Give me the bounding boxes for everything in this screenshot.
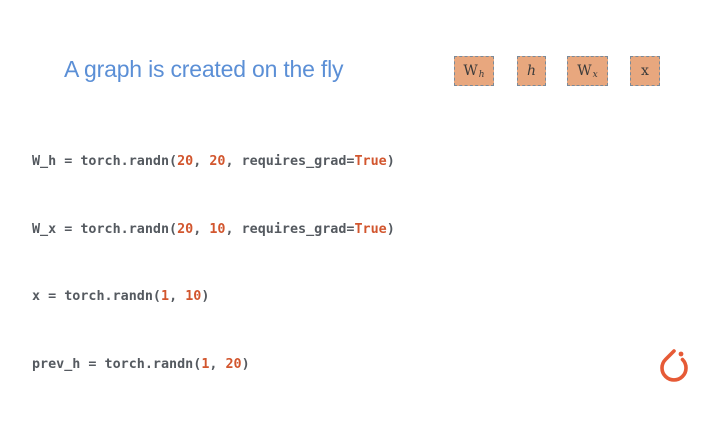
variable-base: x (641, 63, 649, 79)
code-token: 1 (161, 289, 170, 304)
variable-base: h (526, 63, 537, 79)
code-token: , (193, 221, 210, 237)
variable-subscript: x (592, 70, 598, 80)
variable-box-h: h (517, 56, 546, 86)
code-line: W_x = torch.randn(20, 10, requires_grad=… (32, 219, 395, 242)
variable-box-x: x (630, 56, 660, 86)
code-token: W_x = torch.randn( (32, 221, 178, 237)
code-line: W_h = torch.randn(20, 20, requires_grad=… (32, 151, 395, 174)
code-token: 20 (177, 221, 194, 237)
variable-base: W (463, 63, 478, 79)
code-token: 20 (209, 154, 226, 169)
code-token: W_h = torch.randn( (32, 154, 178, 169)
slide-title: A graph is created on the fly (64, 56, 344, 82)
code-token: , (169, 289, 186, 304)
code-token: , requires_grad= (225, 221, 355, 237)
code-token: ) (201, 289, 210, 304)
code-token: , requires_grad= (225, 154, 355, 169)
code-token: True (354, 221, 387, 237)
code-token: prev_h = torch.randn( (32, 356, 202, 372)
pytorch-logo-icon (660, 349, 688, 382)
code-line: x = torch.randn(1, 10) (32, 286, 395, 309)
code-token: 1 (201, 356, 210, 372)
code-token: 20 (177, 154, 194, 169)
code-token: x = torch.randn( (32, 289, 161, 304)
code-token: ) (386, 221, 395, 237)
code-token: , (193, 154, 210, 169)
code-token: ) (241, 356, 250, 372)
variable-subscript: h (478, 70, 485, 80)
code-token: True (354, 154, 387, 169)
code-token: 20 (225, 356, 242, 372)
code-token: , (209, 356, 226, 372)
code-token: ) (386, 154, 395, 169)
code-token: 10 (185, 289, 202, 304)
code-line: prev_h = torch.randn(1, 20) (32, 354, 395, 377)
variable-base: W (577, 63, 592, 79)
code-token: 10 (209, 221, 226, 237)
code-block: W_h = torch.randn(20, 20, requires_grad=… (32, 106, 395, 421)
